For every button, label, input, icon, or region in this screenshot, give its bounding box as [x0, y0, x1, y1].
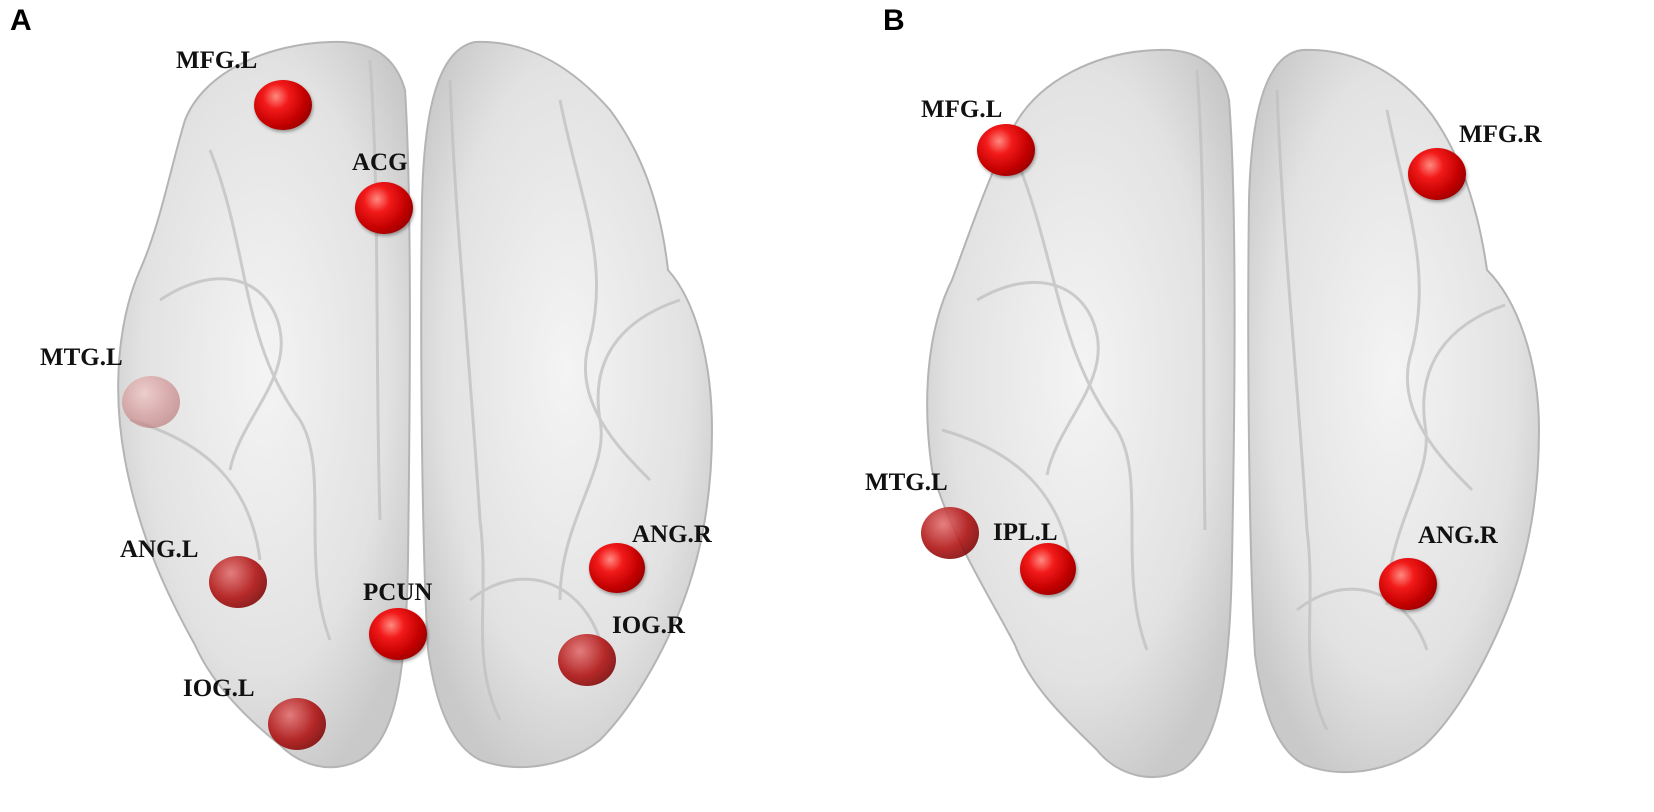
panel-letter: A [10, 4, 32, 37]
left-hemisphere [117, 40, 411, 769]
region-label: ANG.R [1418, 522, 1498, 549]
node-mtg-l [122, 376, 180, 428]
region-label: IOG.R [612, 612, 685, 639]
region-label: MFG.R [1459, 121, 1542, 148]
region-label: IOG.L [183, 675, 255, 702]
brain-axial-view [117, 40, 714, 769]
node-iog-r [558, 634, 616, 686]
node-mfg-r [1408, 148, 1466, 200]
left-hemisphere [926, 48, 1236, 778]
node-iog-l [268, 698, 326, 750]
region-label: MFG.L [921, 96, 1003, 123]
region-label: PCUN [363, 579, 433, 606]
node-ipl-l [1020, 543, 1076, 595]
node-mfg-l [254, 80, 312, 130]
region-label: IPL.L [993, 519, 1058, 546]
brain-axial-view [926, 48, 1541, 778]
panel-b: B MFG.L MFG.R MTG.L IPL.L ANG.R [827, 0, 1654, 812]
region-label: MFG.L [176, 47, 258, 74]
region-label: ACG [352, 149, 408, 176]
node-mtg-l [921, 507, 979, 559]
node-mfg-l [977, 124, 1035, 176]
panel-a: A MFG.L ACG MTG.L ANG.L PCUN ANG.R IOG.R… [10, 4, 714, 769]
region-label: ANG.L [120, 536, 199, 563]
node-ang-r [1379, 558, 1437, 610]
region-label: MTG.L [865, 469, 948, 496]
node-pcun [369, 608, 427, 660]
region-label: ANG.R [632, 521, 712, 548]
panel-letter: B [883, 4, 905, 37]
node-ang-l [209, 556, 267, 608]
node-ang-r [589, 543, 645, 593]
node-acg [355, 182, 413, 234]
right-hemisphere [1247, 48, 1541, 774]
region-label: MTG.L [40, 344, 123, 371]
